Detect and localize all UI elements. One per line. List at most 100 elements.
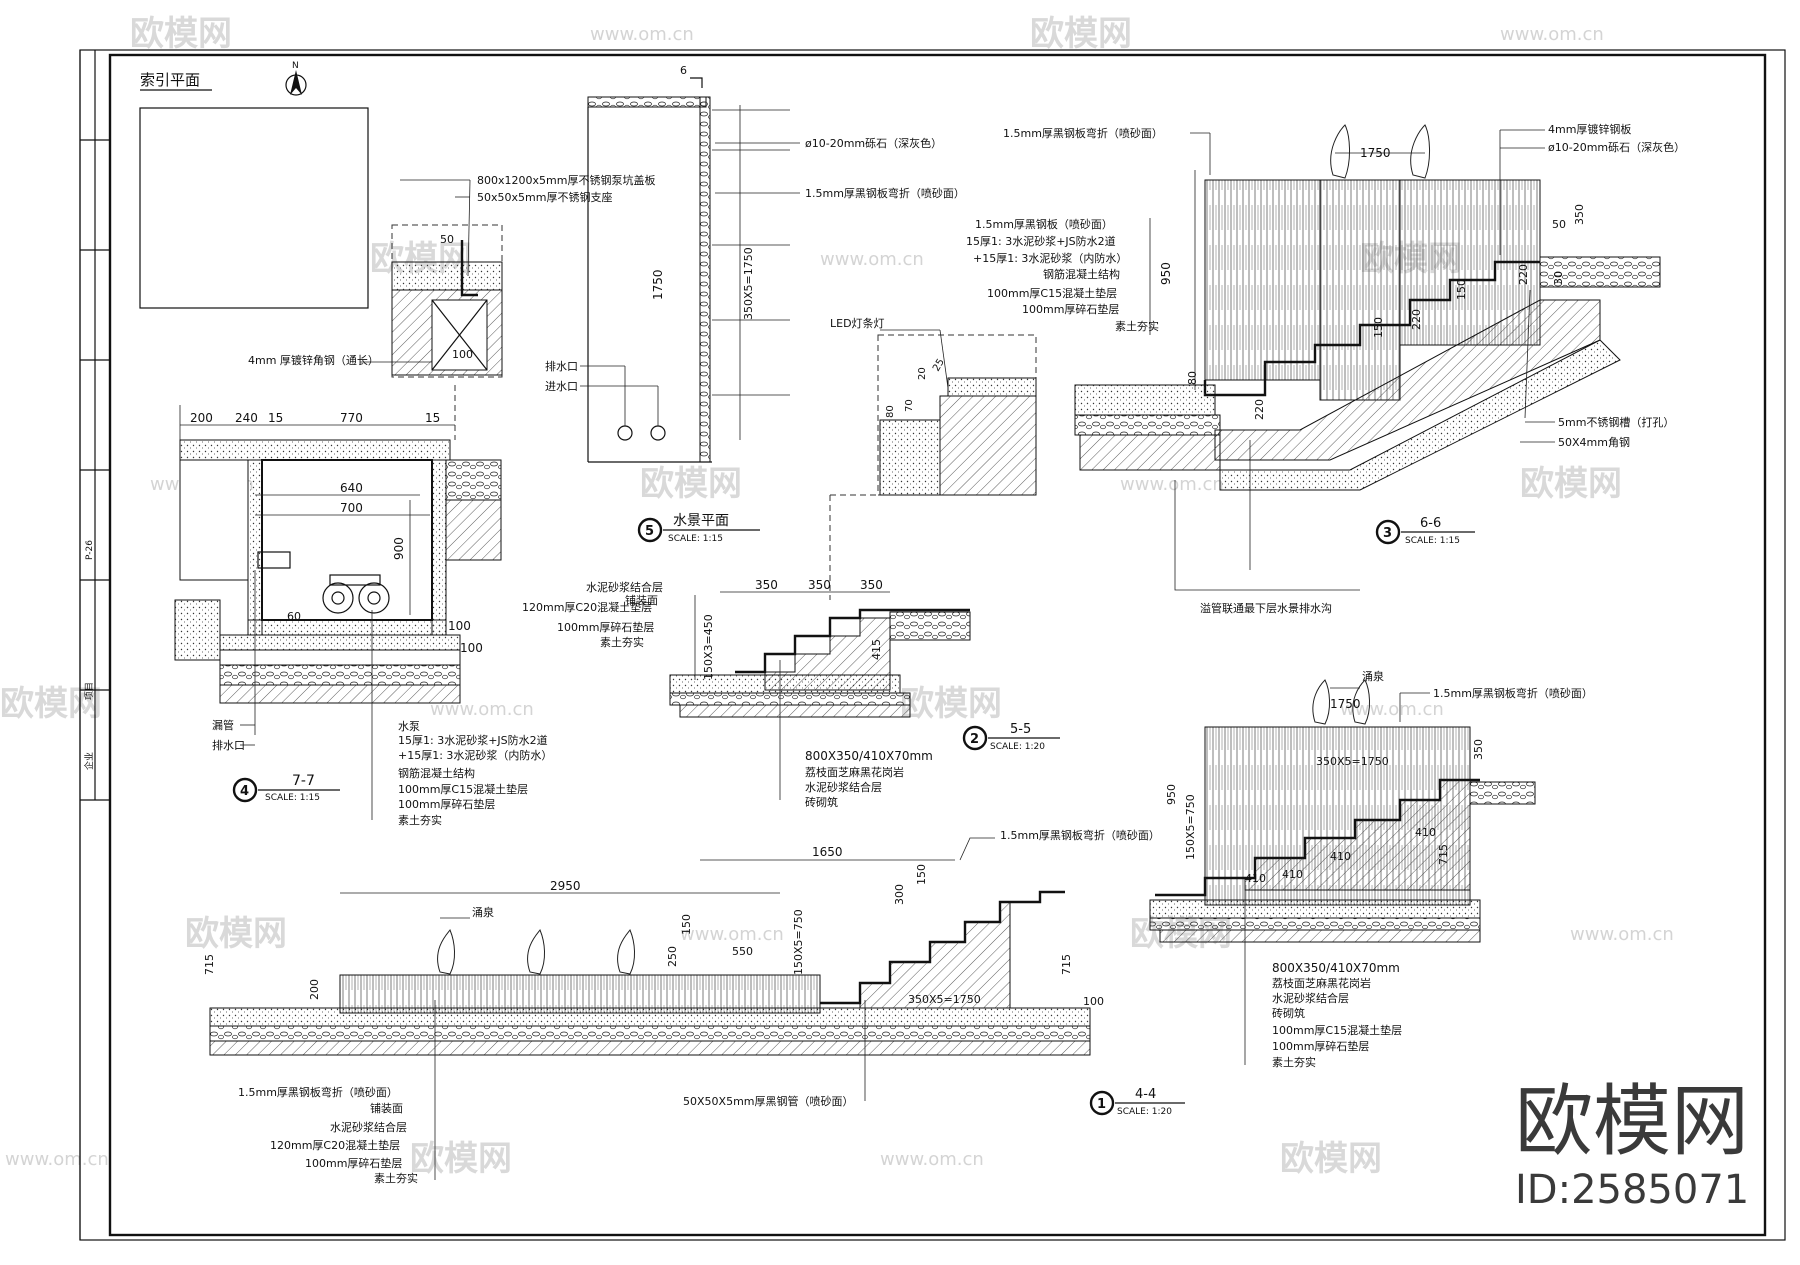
note-left: 素土夯实 — [1115, 319, 1159, 333]
dim: 15 — [268, 411, 283, 425]
dim: 220 — [1253, 399, 1266, 420]
note-bottom: 荔枝面芝麻黑花岗岩 — [805, 765, 904, 779]
section-label: 6-6 — [1420, 516, 1441, 531]
note-left: 铺装面 — [625, 594, 658, 607]
note-bottom: 100mm厚C15混凝土垫层 — [1272, 1023, 1402, 1037]
dim: 100 — [460, 641, 483, 655]
section-tag: 5 水景平面 SCALE: 1:15 — [637, 513, 760, 544]
brand-name: 欧模网 — [1515, 1077, 1749, 1167]
section-label: 5-5 — [1010, 722, 1031, 737]
watermark-url: www.om.cn — [880, 1149, 984, 1170]
dim: 2950 — [550, 879, 581, 893]
note-left: 素土夯实 — [600, 635, 644, 649]
dim: 410 — [1245, 872, 1266, 885]
section-tag: 3 6-6 SCALE: 1:15 — [1375, 516, 1475, 546]
dim: 1750 — [1360, 146, 1391, 160]
pump-icon — [322, 574, 390, 614]
index-plan: 索引平面 N — [139, 61, 369, 309]
dim: 200 — [190, 411, 213, 425]
cut-mark: 6 — [680, 64, 687, 77]
section-tag: 1 4-4 SCALE: 1:20 — [1089, 1087, 1185, 1117]
dim: 50 — [1552, 218, 1566, 231]
watermark-text: 欧模网 — [0, 684, 102, 724]
watermark-url: www.om.cn — [680, 924, 784, 945]
dim: 150 — [915, 864, 928, 885]
title-strip-text: 企业 — [83, 752, 95, 770]
watermark-url: www.om.cn — [590, 24, 694, 45]
dim: 410 — [1415, 826, 1436, 839]
title-strip-text: P-26 — [85, 540, 95, 560]
dim: 715 — [1437, 844, 1450, 865]
dim: 1750 — [1330, 697, 1361, 711]
dim: 150X3=450 — [702, 614, 715, 680]
inlet-icon — [650, 425, 666, 441]
detail-pit-cover: 800x1200x5mm厚不锈钢泵坑盖板 50x50x5mm厚不锈钢支座 4mm… — [248, 173, 655, 440]
dim: 200 — [308, 979, 321, 1000]
note-bottom: 素土夯实 — [1272, 1055, 1316, 1069]
section-scale: SCALE: 1:15 — [1405, 536, 1460, 546]
dim: 150 — [1372, 317, 1385, 338]
dim: 350 — [808, 578, 831, 592]
dim: 715 — [203, 954, 216, 975]
note: 50x50x5mm厚不锈钢支座 — [477, 190, 612, 204]
note-left: 100mm厚碎石垫层 — [305, 1156, 402, 1170]
note-left: +15厚1: 3水泥砂浆（内防水） — [973, 251, 1127, 265]
dim: 415 — [870, 639, 883, 660]
dim: 60 — [287, 610, 301, 623]
section-number: 1 — [1097, 1097, 1106, 1112]
fountain-icon — [437, 929, 635, 975]
plan-water-feature: 6 ø10-20mm砾石（深灰色） 1.5mm厚黑钢板弯折（喷砂面） 1750 … — [545, 64, 965, 544]
dim: 150X5=750 — [792, 909, 805, 975]
dim: 240 — [235, 411, 258, 425]
section-number: 4 — [240, 784, 249, 799]
note-top: 涌泉 — [1362, 669, 1384, 683]
note: 800x1200x5mm厚不锈钢泵坑盖板 — [477, 173, 655, 187]
note-left: 100mm厚C15混凝土垫层 — [987, 286, 1117, 300]
dim: 410 — [1282, 868, 1303, 881]
dim: 900 — [392, 537, 406, 560]
section-tag: 2 5-5 SCALE: 1:20 — [962, 722, 1060, 752]
note-left: 120mm厚C20混凝土垫层 — [270, 1138, 400, 1152]
watermark-text: 欧模网 — [130, 14, 232, 54]
dim: 410 — [1330, 850, 1351, 863]
note-right: 50X4mm角钢 — [1558, 436, 1630, 449]
note-left: 120mm厚C20混凝土垫层 — [522, 600, 652, 614]
note: 进水口 — [545, 380, 578, 393]
note-top: 1.5mm厚黑钢板弯折（喷砂面） — [1000, 828, 1160, 842]
note: 4mm 厚镀锌角钢（通长） — [248, 353, 379, 367]
dim: 950 — [1159, 262, 1173, 285]
note-bottom: 800X350/410X70mm — [805, 749, 933, 763]
note-bottom: 溢管联通最下层水景排水沟 — [1200, 601, 1332, 615]
note-left: 铺装面 — [370, 1102, 403, 1115]
section-scale: SCALE: 1:15 — [265, 793, 320, 803]
brand-id: ID:2585071 — [1515, 1167, 1749, 1213]
note-left: 水泥砂浆结合层 — [330, 1120, 407, 1134]
section-4-4: 2950 1650 涌泉 1.5mm厚黑钢板弯折（喷砂面） 715 200 25… — [203, 828, 1185, 1185]
dim: 715 — [1060, 954, 1073, 975]
note-top: 1.5mm厚黑钢板弯折（喷砂面） — [1003, 126, 1163, 140]
note-bottom: 砖砌筑 — [805, 795, 838, 809]
fountain-icon — [1312, 679, 1370, 725]
north-arrow-icon: N — [285, 61, 307, 96]
dim: 150 — [680, 914, 693, 935]
section-scale: SCALE: 1:20 — [1117, 1107, 1172, 1117]
section-7-7: 200 240 15 770 15 640 700 900 100 100 10… — [174, 405, 552, 827]
dim: 15 — [425, 411, 440, 425]
section-number: 5 — [645, 524, 654, 539]
note: 1.5mm厚黑钢板弯折（喷砂面） — [805, 186, 965, 200]
dim: 100 — [452, 348, 473, 361]
dim: 30 — [1552, 271, 1565, 285]
section-label: 水景平面 — [673, 513, 729, 529]
note-bottom: 砖砌筑 — [1272, 1006, 1305, 1020]
note-left: 1.5mm厚黑钢板弯折（喷砂面） — [238, 1085, 398, 1099]
watermark-url: www.om.cn — [5, 1149, 109, 1170]
watermark-text: 欧模网 — [1280, 1139, 1382, 1179]
dim: 640 — [340, 481, 363, 495]
dim: 100 — [448, 619, 471, 633]
dim: 350X5=1750 — [908, 993, 981, 1006]
note-bottom: 水泥砂浆结合层 — [805, 780, 882, 794]
dim: 700 — [340, 501, 363, 515]
note: 排水口 — [545, 359, 578, 373]
title-strip-text: 项目 — [84, 682, 95, 700]
